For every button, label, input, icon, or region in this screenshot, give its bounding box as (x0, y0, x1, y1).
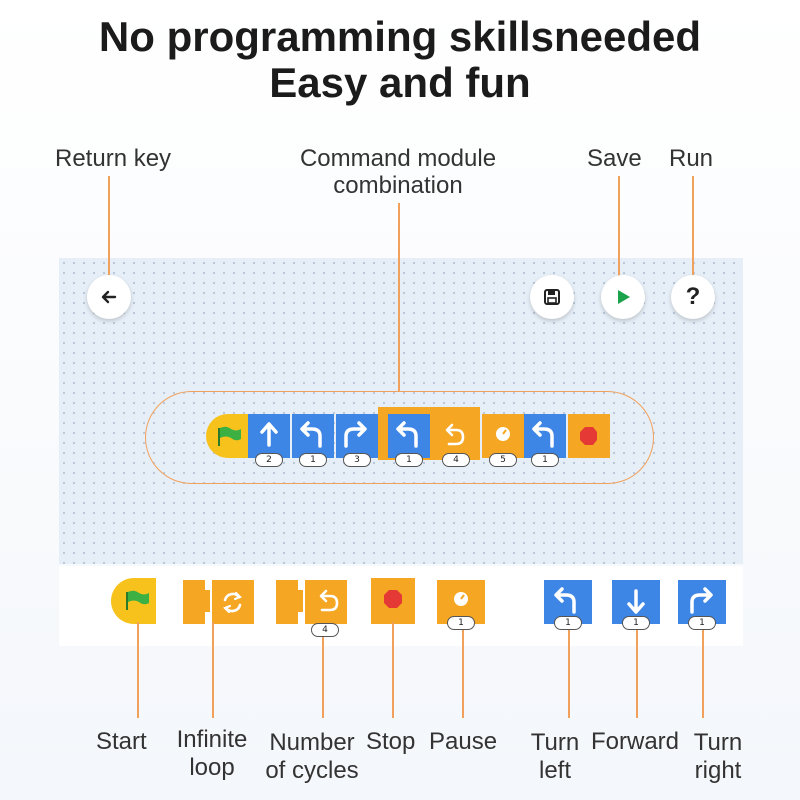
headline-line-1: No programming skillsneeded (98, 13, 702, 60)
headline-line-2: Easy and fun (269, 59, 531, 106)
number-of-cycles-label: Number of cycles (260, 729, 364, 785)
stop-callout-line (392, 622, 394, 718)
palette-start-block[interactable] (111, 578, 156, 624)
return-key-callout: Return key (55, 145, 172, 172)
number-of-cycles-label-line-2: of cycles (265, 757, 359, 784)
infinite-loop-label-line-1: Infinite (176, 726, 248, 753)
program-badge[interactable]: 5 (489, 453, 517, 467)
program-badge[interactable]: 1 (395, 453, 423, 467)
return-key-callout-line (108, 176, 110, 278)
stop-label: Stop (366, 728, 416, 755)
run-button[interactable] (601, 275, 645, 319)
pause-callout-line (462, 630, 464, 718)
arrow-up-icon (260, 422, 278, 447)
turn-left-icon (532, 421, 554, 448)
forward-callout-line (636, 630, 638, 718)
floppy-disk-icon (544, 289, 560, 305)
save-button[interactable] (530, 275, 574, 319)
program-cycle-loop-block[interactable] (378, 407, 480, 460)
cycle-arrow-icon (319, 589, 339, 612)
command-module-combination (145, 391, 654, 484)
repeat-icon (223, 591, 242, 614)
turn-left-label: Turn left (527, 729, 583, 785)
arrow-left-icon (101, 290, 117, 304)
command-module-callout-line-1: Command module (299, 145, 497, 172)
turn-right-icon (344, 421, 367, 448)
turn-left-icon (396, 421, 418, 448)
save-callout-line (618, 176, 620, 278)
save-callout: Save (587, 145, 642, 172)
start-label: Start (96, 728, 147, 755)
turn-left-callout-line (568, 630, 570, 718)
infinite-loop-label: Infinite loop (172, 726, 252, 782)
program-turn-left-block-2[interactable] (524, 414, 566, 458)
help-button[interactable]: ? (671, 275, 715, 319)
turn-right-count-badge[interactable]: 1 (688, 616, 716, 630)
infinite-loop-callout-line (212, 622, 214, 718)
program-badge[interactable]: 2 (255, 453, 283, 467)
palette-infinite-loop-block[interactable] (183, 580, 254, 624)
turn-right-label-line-2: right (694, 757, 742, 784)
start-callout-line (137, 622, 139, 718)
arrow-down-icon (627, 589, 645, 614)
program-badge[interactable]: 1 (531, 453, 559, 467)
infinite-loop-label-line-2: loop (189, 754, 235, 781)
program-badge[interactable]: 3 (343, 453, 371, 467)
command-module-callout-line (398, 203, 400, 392)
help-label: ? (685, 283, 701, 310)
pause-label: Pause (429, 728, 498, 755)
turn-left-label-line-1: Turn (530, 729, 580, 756)
repeat-icon (445, 423, 465, 446)
flag-icon (218, 426, 241, 446)
stop-icon (384, 590, 402, 608)
palette-number-of-cycles-block[interactable] (276, 580, 347, 624)
run-callout: Run (669, 145, 714, 172)
forward-label: Forward (591, 728, 680, 755)
program-badge[interactable]: 1 (299, 453, 327, 467)
turn-left-icon (554, 587, 576, 614)
stop-icon (580, 427, 597, 445)
cycles-count-badge[interactable]: 4 (311, 623, 339, 637)
back-button[interactable] (87, 275, 131, 319)
program-turn-right-block[interactable] (336, 414, 378, 458)
program-turn-left-block[interactable] (292, 414, 334, 458)
number-of-cycles-label-line-1: Number (269, 729, 355, 756)
pause-count-badge[interactable]: 1 (447, 616, 475, 630)
palette-stop-block[interactable] (371, 578, 415, 624)
command-module-callout-line-2: combination (333, 172, 463, 199)
turn-left-icon (300, 421, 322, 448)
flag-icon (126, 592, 128, 610)
turn-right-label-line-1: Turn (693, 729, 743, 756)
turn-right-label: Turn right (688, 729, 748, 785)
turn-right-callout-line (702, 630, 704, 718)
forward-count-badge[interactable]: 1 (622, 616, 650, 630)
program-forward-block[interactable] (248, 414, 290, 458)
command-module-callout: Command module combination (290, 145, 506, 199)
turn-left-count-badge[interactable]: 1 (554, 616, 582, 630)
program-pause-block[interactable] (482, 414, 524, 458)
cycles-callout-line (322, 637, 324, 718)
program-stop-block[interactable] (568, 414, 610, 458)
run-callout-line (692, 176, 694, 278)
play-icon (618, 290, 630, 304)
turn-right-icon (690, 587, 713, 614)
program-badge[interactable]: 4 (442, 453, 470, 467)
program-start-block[interactable] (206, 414, 248, 458)
page-headline: No programming skillsneeded Easy and fun (0, 14, 800, 106)
turn-left-label-line-2: left (538, 757, 571, 784)
